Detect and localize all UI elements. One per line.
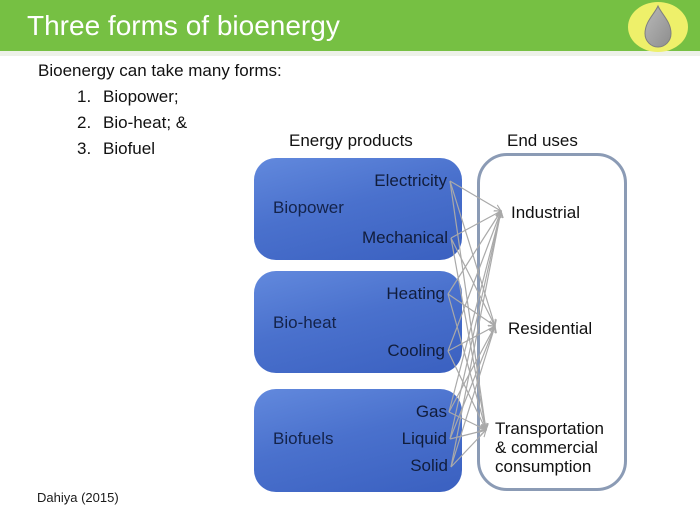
biopower-box: Electricity Biopower Mechanical xyxy=(254,158,462,260)
list-item: 3. Biofuel xyxy=(77,139,187,165)
product-label-biopower: Biopower xyxy=(273,198,344,217)
end-use-label-transportation: Transportation & commercial consumption xyxy=(495,419,604,476)
list-item: 2. Bio-heat; & xyxy=(77,113,187,139)
list-item-number: 2. xyxy=(77,113,92,132)
intro-text: Bioenergy can take many forms: xyxy=(38,61,282,80)
output-label-gas: Gas xyxy=(415,402,447,421)
header-bar: Three forms of bioenergy xyxy=(0,0,700,56)
end-use-label-industrial: Industrial xyxy=(511,203,580,222)
product-label-biofuels: Biofuels xyxy=(273,429,334,448)
output-label-liquid: Liquid xyxy=(401,429,447,448)
end-use-label-residential: Residential xyxy=(508,319,593,338)
footer-citation: Dahiya (2015) xyxy=(37,490,119,505)
output-label-heating: Heating xyxy=(386,284,445,303)
bioenergy-list: 1. Biopower; 2. Bio-heat; & 3. Biofuel xyxy=(77,87,187,165)
output-label-cooling: Cooling xyxy=(387,341,445,360)
list-item-text: Biofuel xyxy=(103,139,155,158)
product-label-bioheat: Bio-heat xyxy=(273,313,337,332)
end-uses-box: Industrial Residential Transportation & … xyxy=(477,153,627,491)
output-label-solid: Solid xyxy=(410,456,448,475)
bioheat-box: Heating Bio-heat Cooling xyxy=(254,271,462,373)
list-item: 1. Biopower; xyxy=(77,87,187,113)
end-uses-header: End uses xyxy=(507,131,578,150)
energy-products-header: Energy products xyxy=(289,131,413,150)
biofuels-box: Gas Biofuels Liquid Solid xyxy=(254,389,462,492)
slide-title: Three forms of bioenergy xyxy=(27,10,340,41)
list-item-number: 3. xyxy=(77,139,92,158)
list-item-text: Biopower; xyxy=(103,87,179,106)
list-item-text: Bio-heat; & xyxy=(103,113,188,132)
output-label-mechanical: Mechanical xyxy=(362,228,448,247)
output-label-electricity: Electricity xyxy=(374,171,447,190)
list-item-number: 1. xyxy=(77,87,92,106)
droplet-icon xyxy=(628,2,688,52)
